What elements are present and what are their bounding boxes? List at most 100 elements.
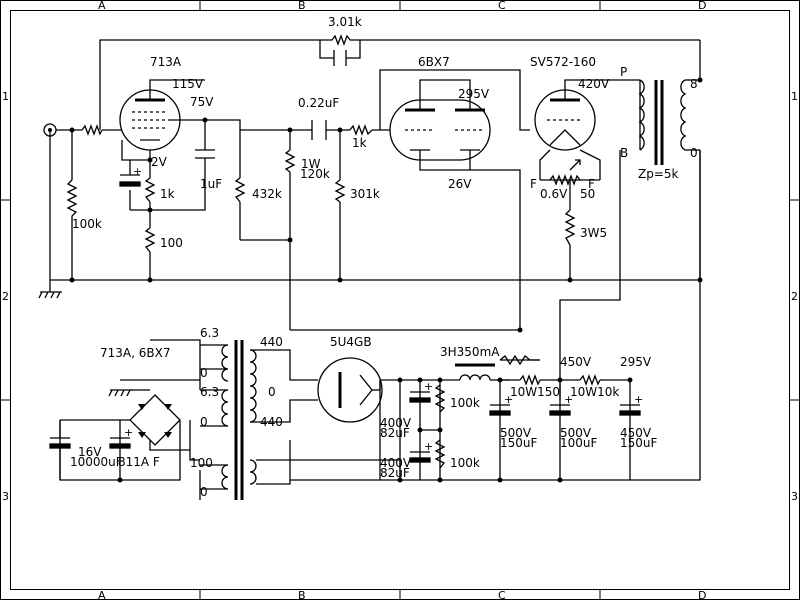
resistor-10w150: [519, 374, 541, 386]
resistor-120k: [284, 149, 296, 173]
row-label-1-right: 1: [791, 90, 798, 103]
label-pt-0-b: 0: [200, 415, 208, 429]
input-jack: [43, 123, 57, 137]
resistor-input-100k: [66, 179, 78, 220]
label-r-100k-b2: 100k: [450, 456, 480, 470]
col-label-b-bottom: B: [298, 589, 306, 600]
label-r-10w10k: 10W10k: [570, 385, 619, 399]
capacitor-psu-2: +: [409, 440, 433, 463]
label-r-1k-grid: 1k: [352, 136, 367, 150]
label-6bx7-cathode-v: 26V: [448, 177, 472, 191]
resistor-10w10k: [579, 374, 601, 386]
row-label-1-left: 1: [2, 90, 9, 103]
label-r-3w5: 3W5: [580, 226, 607, 240]
label-pt-heater: 713A, 6BX7: [100, 346, 170, 360]
resistor-input-series: [81, 124, 103, 136]
label-filament-pot: 50: [580, 187, 595, 201]
label-pt-0-a: 0: [200, 366, 208, 380]
label-c-500v-150-a: 500V: [500, 426, 532, 440]
svg-text:+: +: [424, 440, 433, 453]
row-label-3-left: 3: [2, 490, 9, 503]
label-r-100: 100: [160, 236, 183, 250]
label-713a-cathode-v: 2V: [151, 155, 168, 169]
ground-symbol-input: [38, 291, 62, 299]
label-choke: 3H350mA: [440, 345, 500, 359]
capacitor-psu-4: +: [549, 393, 573, 416]
svg-text:+: +: [634, 393, 643, 406]
wiring: [49, 39, 701, 500]
label-rect-tube: 5U4GB: [330, 335, 372, 349]
svg-text:+: +: [124, 426, 133, 439]
resistor-feedback-3k01: [319, 34, 361, 66]
label-filament-v: 0.6V: [540, 187, 568, 201]
row-label-3-right: 3: [791, 490, 798, 503]
resistor-432k: [234, 177, 246, 203]
label-c-1uf: 1uF: [200, 177, 222, 191]
resistor-psu-100k-2: [434, 439, 446, 469]
tube-5u4gb: [317, 357, 383, 423]
capacitor-psu-1: +: [409, 380, 433, 403]
label-pt-6-3-b: 6.3: [200, 385, 219, 399]
label-v-450: 450V: [560, 355, 592, 369]
label-tube-sv572: SV572-160: [530, 55, 596, 69]
col-label-d-bottom: D: [698, 589, 706, 600]
ground-symbol-heater: [108, 389, 132, 397]
resistor-301k: [334, 179, 346, 203]
label-c-82uf-2: 82uF: [380, 466, 410, 480]
label-pt-0-c: 0: [200, 485, 208, 499]
label-sv572-plate-v: 420V: [578, 77, 610, 91]
label-opt-0: 0: [690, 146, 698, 160]
col-label-c-bottom: C: [498, 589, 506, 600]
label-r-432k: 432k: [252, 187, 282, 201]
label-c-400v-2: 400V: [380, 456, 412, 470]
col-label-d-top: D: [698, 0, 706, 12]
label-feedback-3k01: 3.01k: [328, 15, 362, 29]
label-713a-screen-v: 75V: [190, 95, 214, 109]
capacitor-cathode-1uf: [195, 149, 215, 165]
svg-text:+: +: [564, 393, 573, 406]
label-pt-440-a: 440: [260, 335, 283, 349]
label-pt-440-b: 440: [260, 415, 283, 429]
tube-sv572: [534, 89, 596, 151]
label-713a-plate-v: 115V: [172, 77, 204, 91]
choke: [455, 363, 495, 381]
label-c-16v: 16V: [78, 445, 102, 459]
row-label-2-left: 2: [2, 290, 9, 303]
component-labels: 713A 115V 75V 2V 1k 1uF 432k 100k 100 3.…: [70, 15, 698, 499]
label-6bx7-plate-v: 295V: [458, 87, 490, 101]
label-r-100k-b1: 100k: [450, 396, 480, 410]
label-c-450v-150-a: 450V: [620, 426, 652, 440]
label-pt-100: 100: [190, 456, 213, 470]
label-opt-b: B: [620, 146, 628, 160]
label-r-1w: 1W: [301, 157, 321, 171]
power-transformer: [200, 340, 401, 500]
diode-bridge: [129, 394, 181, 446]
resistor-choke-tap: [499, 354, 540, 366]
col-label-a-bottom: A: [98, 589, 106, 600]
label-c-500v-150-b: 150uF: [500, 436, 538, 450]
capacitor-cathode-electrolytic: +: [119, 165, 142, 187]
tube-713a: [119, 89, 181, 151]
label-opt-p: P: [620, 65, 627, 79]
label-diode-bridge: 811A F: [118, 455, 160, 469]
capacitor-heater-1: [49, 420, 71, 480]
label-tube-6bx7: 6BX7: [418, 55, 450, 69]
frame-column-labels: A B C D A B C D: [98, 0, 706, 600]
label-c-500v-100-b: 100uF: [560, 436, 598, 450]
label-filament-f-left: F: [530, 177, 537, 191]
resistor-grid-1k: [349, 124, 373, 136]
label-c-400v-1: 400V: [380, 416, 412, 430]
label-c-82uf-1: 82uF: [380, 426, 410, 440]
label-c-450v-150-b: 150uF: [620, 436, 658, 450]
label-c-10000uf: 10000uF: [70, 455, 123, 469]
label-pt-6-3-a: 6.3: [200, 326, 219, 340]
label-tube-713a: 713A: [150, 55, 182, 69]
frame-row-labels: 1 2 3 1 2 3: [2, 90, 798, 503]
row-label-2-right: 2: [791, 290, 798, 303]
label-coupling-cap: 0.22uF: [298, 96, 339, 110]
col-label-b-top: B: [298, 0, 306, 12]
resistor-cathode-1k: [144, 177, 156, 203]
svg-text:+: +: [424, 380, 433, 393]
